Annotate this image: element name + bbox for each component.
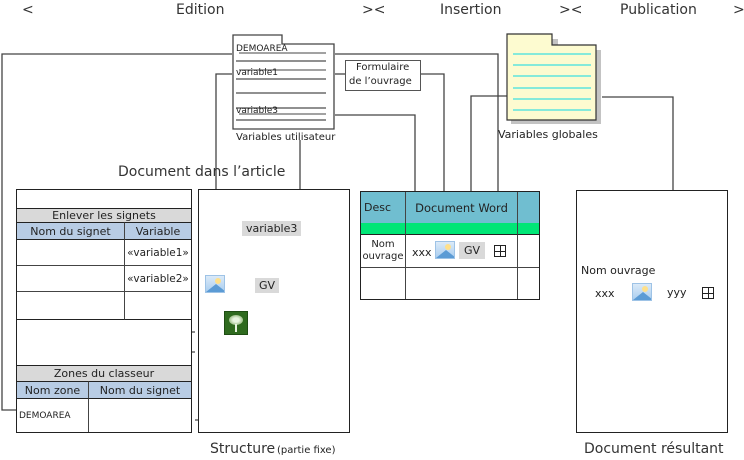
phase-edition-left-marker: <	[22, 2, 34, 18]
word-row-label: Nom ouvrage	[361, 235, 406, 268]
workbook-panel: Enlever les signets Nom du signet Variab…	[16, 189, 192, 433]
result-document-caption: Document résultant	[584, 441, 724, 457]
bookmarks-header-name: Nom du signet	[17, 222, 125, 240]
word-green-row-desc	[361, 223, 406, 235]
word-content-xxx: xxx	[412, 246, 432, 259]
user-variables-doc: DEMOAREA variable1 variable3	[232, 34, 335, 130]
zones-row-1-bookmark	[89, 399, 191, 432]
result-image-icon	[632, 283, 652, 301]
phase-publication-label: Publication	[620, 2, 697, 18]
bookmarks-row-1-variable: «variable1»	[125, 240, 191, 266]
word-header-extra	[518, 192, 539, 223]
zones-title: Zones du classeur	[17, 365, 191, 381]
word-gv-chip: GV	[459, 242, 486, 259]
structure-caption: Structure	[210, 441, 276, 457]
bookmarks-title: Enlever les signets	[17, 208, 191, 222]
structure-gv-chip: GV	[255, 278, 280, 293]
bookmarks-row-1-name	[17, 240, 125, 266]
user-variables-caption: Variables utilisateur	[236, 132, 336, 143]
word-document-table: Desc Document Word Nom ouvrage xxx GV	[360, 191, 540, 300]
form-line-2: de l’ouvrage	[349, 76, 412, 87]
line-demoarea-zone	[1, 53, 232, 411]
result-xxx: xxx	[595, 287, 615, 300]
zones-header-bookmark: Nom du signet	[89, 381, 191, 399]
structure-panel: variable3 GV	[198, 189, 350, 433]
global-variables-caption: Variables globales	[498, 128, 598, 141]
user-variables-doc-shape	[232, 34, 335, 130]
document-in-article-caption: Document dans l’article	[118, 164, 286, 180]
phase-edition-label: Edition	[176, 2, 225, 18]
user-variable-demoarea: DEMOAREA	[236, 44, 288, 54]
word-green-row-extra	[518, 223, 539, 235]
word-row-extra	[518, 235, 539, 268]
word-empty-row-desc	[361, 268, 406, 299]
user-variable-variable3: variable3	[236, 106, 279, 116]
word-row-content	[406, 235, 518, 268]
zones-header-zone: Nom zone	[17, 381, 89, 399]
structure-variable3-chip: variable3	[242, 221, 302, 236]
image-icon	[205, 275, 225, 293]
phase-separator-1: ><	[362, 2, 386, 18]
form-line-1: Formulaire	[356, 62, 410, 73]
bookmarks-row-3-variable	[125, 292, 191, 320]
bookmarks-row-2-variable: «variable2»	[125, 266, 191, 292]
phase-insertion-label: Insertion	[440, 2, 502, 18]
tree-image-icon	[224, 311, 248, 335]
result-document: Nom ouvrage xxx yyy	[576, 190, 728, 433]
result-table-icon	[702, 287, 714, 299]
bookmarks-header-variable: Variable	[125, 222, 191, 240]
phase-separator-2: ><	[559, 2, 583, 18]
global-variables-note-shape	[506, 33, 601, 124]
form-box: Formulaire de l’ouvrage	[345, 60, 421, 91]
structure-caption-sub: (partie fixe)	[277, 445, 336, 456]
zones-row-1-zone: DEMOAREA	[17, 399, 89, 432]
bookmarks-row-3-name	[17, 292, 125, 320]
line-demoarea-word	[335, 53, 505, 234]
word-green-row-doc	[406, 223, 518, 235]
result-yyy: yyy	[667, 286, 687, 299]
global-variables-note	[506, 33, 602, 125]
result-label-nom-ouvrage: Nom ouvrage	[581, 264, 656, 277]
word-header-document: Document Word	[406, 192, 518, 223]
bookmarks-row-2-name	[17, 266, 125, 292]
word-table-icon	[494, 245, 506, 257]
word-row-label-line2: ouvrage	[362, 251, 404, 262]
line-form-word-image	[421, 73, 451, 234]
phase-publication-right-marker: >	[733, 2, 744, 18]
word-image-icon	[435, 241, 455, 259]
word-empty-row-doc	[406, 268, 518, 299]
word-header-desc: Desc	[361, 192, 406, 223]
word-row-label-line1: Nom	[371, 239, 395, 250]
user-variable-variable1: variable1	[236, 68, 279, 78]
